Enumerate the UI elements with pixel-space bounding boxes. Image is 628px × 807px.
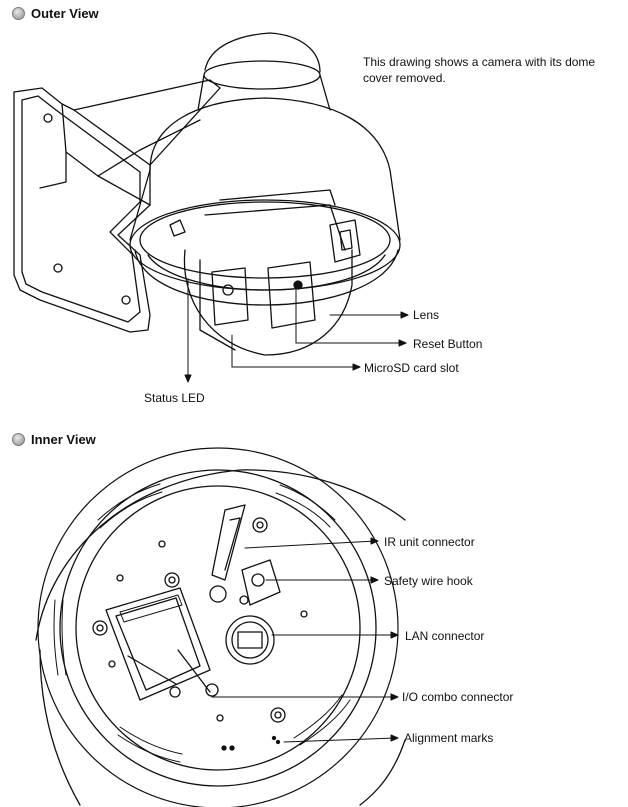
- inner-view-title: Inner View: [31, 432, 96, 447]
- inner-leader-lines: [212, 538, 398, 742]
- section-bullet-icon: [12, 7, 25, 20]
- outer-view-note: This drawing shows a camera with its dom…: [363, 55, 596, 85]
- alignment-marks: [222, 737, 280, 751]
- connectors: [210, 505, 280, 664]
- label-lens: Lens: [413, 308, 440, 322]
- label-ir-unit-connector: IR unit connector: [384, 535, 475, 549]
- io-board: [106, 588, 218, 700]
- outer-view-heading: Outer View: [12, 6, 99, 21]
- label-io-combo-connector: I/O combo connector: [402, 690, 514, 704]
- base-housing: [36, 470, 405, 805]
- label-lan-connector: LAN connector: [405, 629, 485, 643]
- dome-housing: [130, 33, 400, 305]
- label-safety-wire-hook: Safety wire hook: [384, 574, 473, 588]
- base-plate: [38, 448, 398, 807]
- wall-bracket: [14, 88, 150, 332]
- outer-leader-lines: [185, 280, 408, 382]
- label-status-led: Status LED: [144, 391, 205, 405]
- mount-arm: [74, 80, 220, 176]
- label-microsd-slot: MicroSD card slot: [364, 361, 459, 375]
- label-reset-button: Reset Button: [413, 337, 483, 351]
- outer-view-title: Outer View: [31, 6, 99, 21]
- outer-view-drawing: [0, 0, 628, 420]
- inner-view-heading: Inner View: [12, 432, 96, 447]
- section-bullet-icon: [12, 433, 25, 446]
- camera-module: [170, 190, 360, 355]
- label-alignment-marks: Alignment marks: [404, 731, 494, 745]
